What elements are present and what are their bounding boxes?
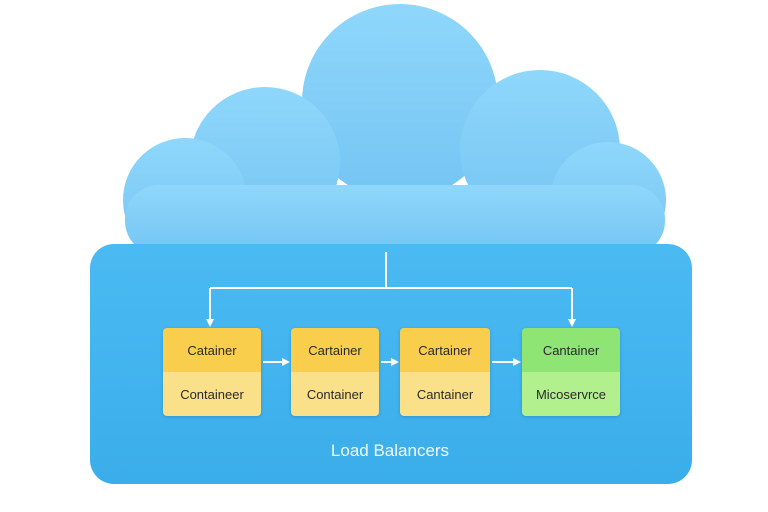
container-node-1-title: Catainer [163,328,261,373]
microservice-node-subtitle: Micoservrce [522,372,620,416]
connectors [206,252,576,366]
container-node-1-subtitle: Containeer [163,372,261,416]
container-node-2[interactable]: Cartainer Container [291,328,379,416]
microservice-node-title: Cantainer [522,328,620,373]
container-node-2-subtitle: Container [291,372,379,416]
load-balancers-caption: Load Balancers [330,441,450,460]
cloud-shape [123,4,666,262]
container-node-1[interactable]: Catainer Containeer [163,328,261,416]
container-node-3-title: Cartainer [400,328,490,373]
container-node-3-subtitle: Cantainer [400,372,490,416]
container-node-2-title: Cartainer [291,328,379,373]
container-node-3[interactable]: Cartainer Cantainer [400,328,490,416]
microservice-node[interactable]: Cantainer Micoservrce [522,328,620,416]
